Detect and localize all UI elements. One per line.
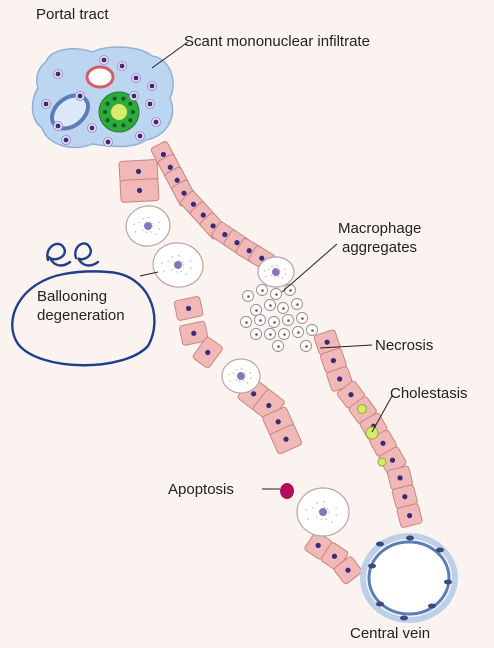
central-vein [363, 536, 455, 621]
macrophage [255, 315, 266, 326]
macrophage [269, 317, 280, 328]
portal-tract [33, 47, 174, 147]
duct-nucleus [106, 102, 110, 106]
macrophage [251, 305, 262, 316]
endothelial-nucleus [368, 564, 376, 569]
macrophage [301, 341, 312, 352]
duct-nucleus [128, 118, 132, 122]
label-degeneration: degeneration [37, 307, 125, 325]
duct-nucleus [121, 123, 125, 127]
macrophage [279, 329, 290, 340]
endothelial-nucleus [444, 580, 452, 585]
label-cholestasis: Cholestasis [390, 385, 468, 403]
hepatocyte [120, 179, 159, 203]
duct-nucleus [113, 97, 117, 101]
mononuclear-cell [62, 136, 71, 145]
mononuclear-cell [136, 132, 145, 141]
mononuclear-cell [118, 62, 127, 71]
hepatic-artery [87, 67, 113, 87]
endothelial-nucleus [406, 536, 414, 541]
label-necrosis: Necrosis [375, 337, 433, 355]
bile-plug [378, 458, 386, 466]
label-portal-tract: Portal tract [36, 6, 109, 24]
label-scant-mononuclear-infiltrate: Scant mononuclear infiltrate [184, 33, 370, 51]
label-aggregates: aggregates [342, 239, 417, 257]
mononuclear-cell [130, 92, 139, 101]
apoptotic-body [280, 483, 294, 499]
mononuclear-cell [42, 100, 51, 109]
ballooned-hepatocyte [222, 359, 260, 393]
duct-nucleus [128, 102, 132, 106]
macrophage [257, 285, 268, 296]
label-central-vein: Central vein [350, 625, 430, 643]
macrophage [292, 299, 303, 310]
mononuclear-cell [132, 74, 141, 83]
mononuclear-cell [104, 138, 113, 147]
macrophage [271, 289, 282, 300]
mononuclear-cell [152, 118, 161, 127]
duct-nucleus [103, 110, 107, 114]
macrophage [265, 300, 276, 311]
mononuclear-cell [54, 122, 63, 131]
endothelial-nucleus [376, 542, 384, 547]
label-macrophage: Macrophage [338, 220, 421, 238]
hepatocyte [174, 296, 204, 321]
bile-plug [358, 405, 367, 414]
duct-nucleus [121, 97, 125, 101]
macrophage [251, 329, 262, 340]
bile-duct-lumen [111, 104, 127, 120]
apoptotic-body-cell [280, 483, 294, 499]
duct-nucleus [106, 118, 110, 122]
bile-plug [366, 427, 378, 439]
hepatocyte-plates [119, 141, 423, 585]
mononuclear-cell [76, 92, 85, 101]
mononuclear-cell [146, 100, 155, 109]
macrophage [307, 325, 318, 336]
macrophage [278, 303, 289, 314]
mononuclear-cell [88, 124, 97, 133]
macrophage [283, 315, 294, 326]
macrophage [297, 313, 308, 324]
ballooned-hepatocyte [297, 488, 349, 536]
macrophage [293, 327, 304, 338]
endothelial-nucleus [436, 548, 444, 553]
macrophage [273, 341, 284, 352]
ballooned-hepatocyte [150, 240, 206, 291]
ballooned-hepatocyte [123, 202, 173, 249]
macrophage [241, 317, 252, 328]
label-ballooning: Ballooning [37, 288, 107, 306]
leader-line [152, 42, 188, 68]
duct-nucleus [113, 123, 117, 127]
mononuclear-cell [148, 82, 157, 91]
mononuclear-cell [100, 56, 109, 65]
endothelial-nucleus [400, 616, 408, 621]
endothelial-nucleus [428, 604, 436, 609]
handwritten-letters [47, 243, 98, 265]
macrophage-aggregates [241, 285, 318, 352]
label-apoptosis: Apoptosis [168, 481, 234, 499]
ballooned-hepatocyte [258, 257, 294, 287]
macrophage [243, 291, 254, 302]
macrophage [265, 329, 276, 340]
duct-nucleus [131, 110, 135, 114]
mononuclear-cell [54, 70, 63, 79]
endothelial-nucleus [376, 602, 384, 607]
macrophage [285, 285, 296, 296]
